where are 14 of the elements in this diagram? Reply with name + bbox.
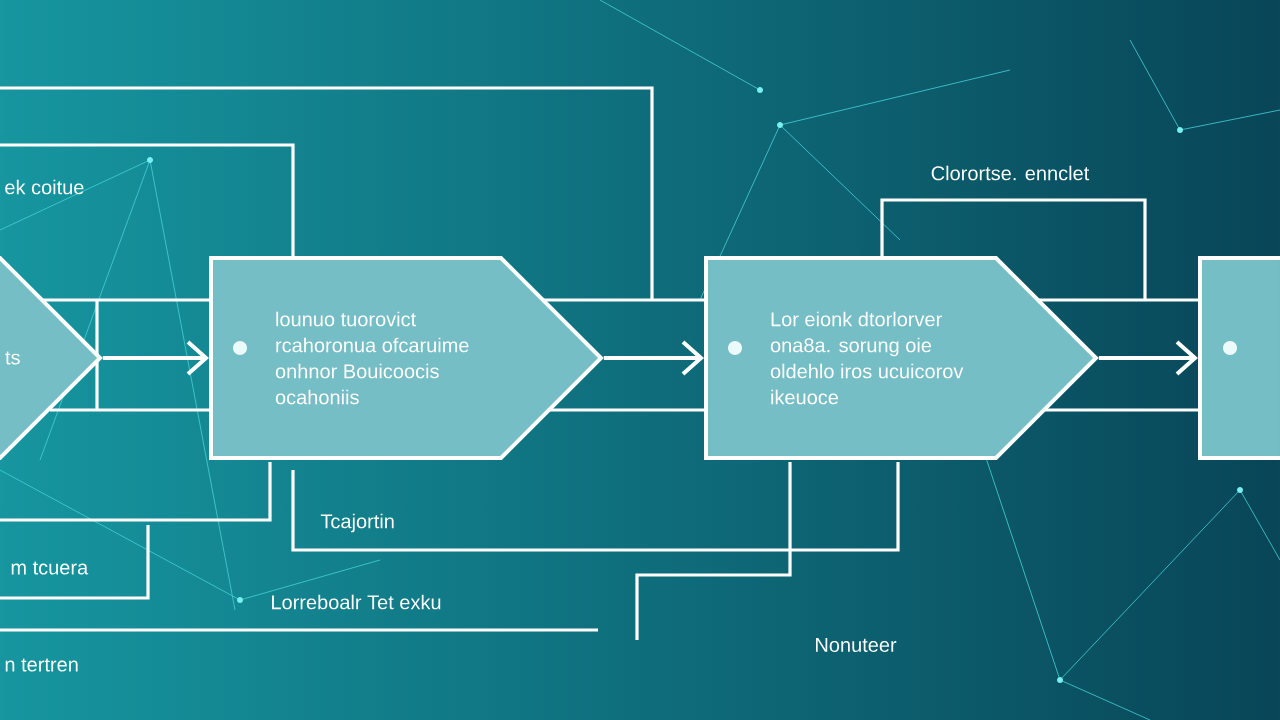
arrow [603, 340, 704, 376]
arrow [1098, 340, 1198, 376]
text-label: ek coitue [5, 179, 84, 195]
process-box [1198, 256, 1280, 460]
text-label: n tertren [5, 658, 78, 672]
text-label: m tcuera [11, 561, 89, 575]
text-label: Nonuteer [816, 638, 897, 652]
text-label: Tcajortin [320, 513, 394, 533]
text-label: Lorreboalr Tet exku [272, 594, 441, 610]
arrow [102, 340, 209, 376]
text-label: Clorortse. ennclet [931, 165, 1090, 181]
arrow-shaped-box: ts [0, 256, 103, 460]
arrow-shaped-box: lounuo tuorovict rcahoronua ofcaruime onhnor Bouicoocis ocahoniis [209, 256, 604, 460]
arrow-shaped-box: Lor eionk dtorlorver ona8a. sorung oie oldehlo iros ucuicorov ikeuoce [704, 256, 1099, 460]
